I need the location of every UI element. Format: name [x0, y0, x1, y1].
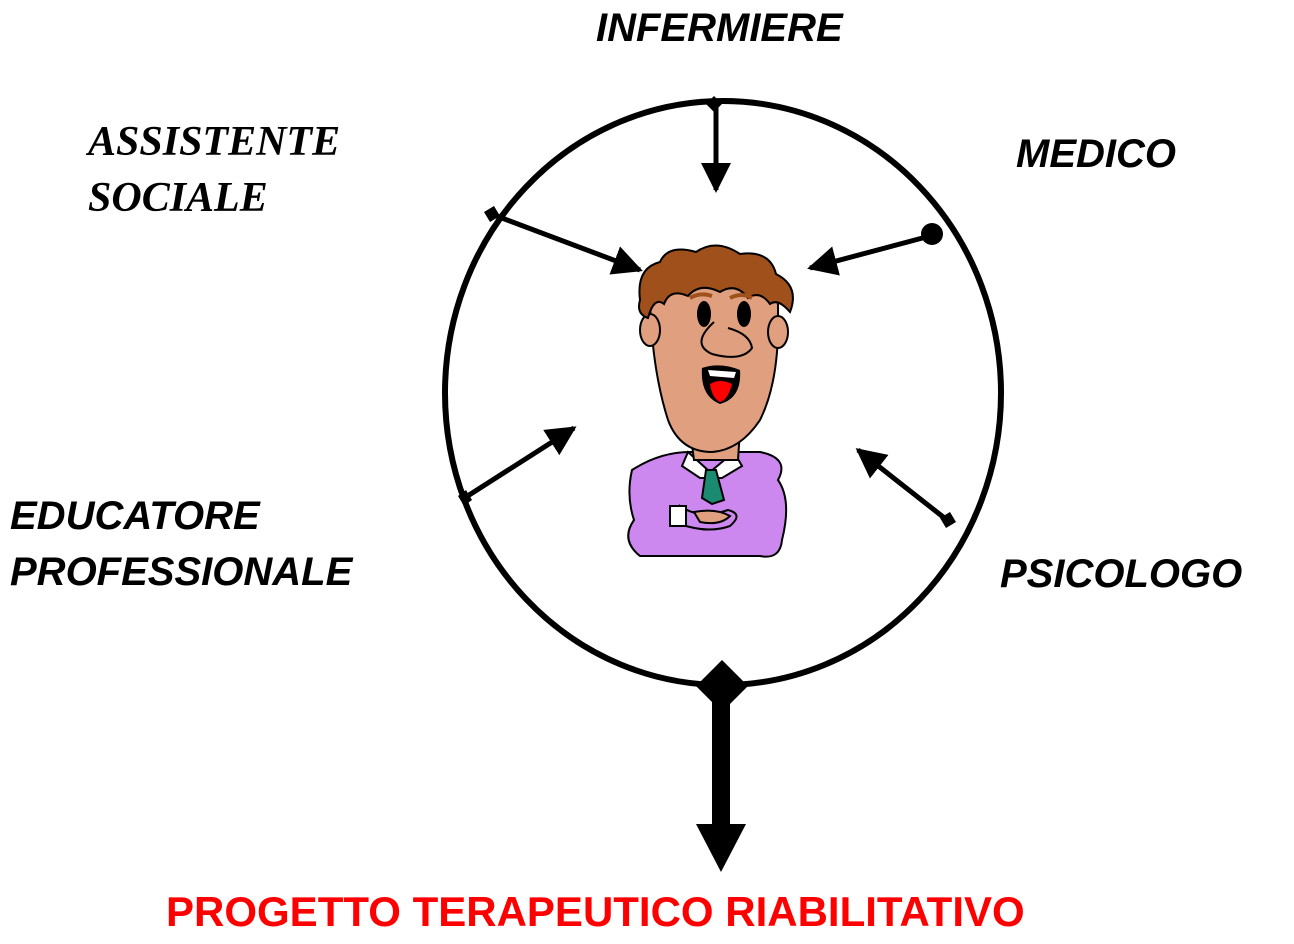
- label-assistente-sociale: ASSISTENTE SOCIALE: [88, 114, 340, 226]
- label-assistente-line2: SOCIALE: [88, 175, 268, 221]
- output-label: PROGETTO TERAPEUTICO RIABILITATIVO: [166, 888, 1025, 935]
- label-medico: MEDICO: [1016, 132, 1176, 176]
- label-educatore-line2: PROFESSIONALE: [10, 550, 353, 594]
- label-educatore-line1: EDUCATORE: [10, 494, 260, 538]
- arrow-medico: [807, 223, 943, 276]
- arrow-output: [696, 660, 748, 872]
- label-assistente-line1: ASSISTENTE: [88, 119, 341, 165]
- patient-figure-icon: [627, 244, 794, 558]
- arrow-psicologo: [855, 448, 956, 528]
- label-psicologo: PSICOLOGO: [1000, 552, 1243, 596]
- label-infermiere: INFERMIERE: [596, 6, 843, 50]
- arrow-infermiere: [701, 96, 731, 193]
- arrow-assistente-sociale: [484, 206, 643, 275]
- arrow-educatore: [458, 425, 577, 506]
- label-educatore-professionale: EDUCATORE PROFESSIONALE: [10, 488, 352, 600]
